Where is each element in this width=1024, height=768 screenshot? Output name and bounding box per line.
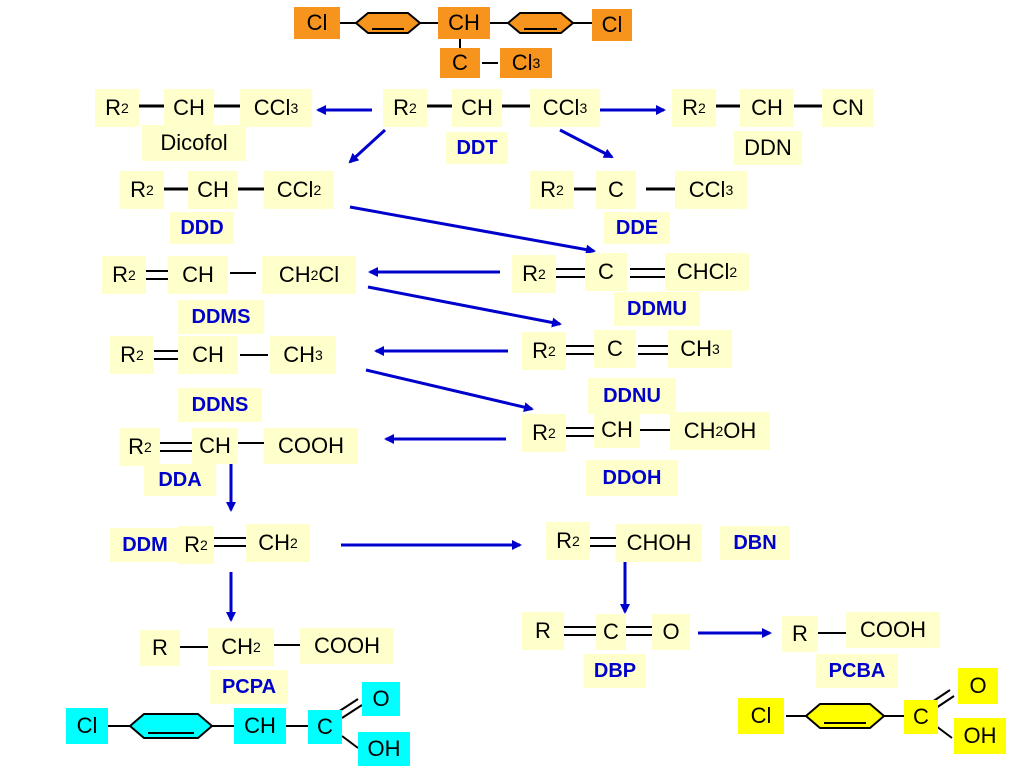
dicofol-ch: CH bbox=[164, 89, 214, 127]
reaction-arrows bbox=[226, 105, 772, 638]
pcba-cooh: COOH bbox=[846, 612, 940, 648]
ddns-label: DDNS bbox=[178, 388, 262, 422]
pcba-struct-cl: Cl bbox=[738, 698, 784, 734]
ddoh-label: DDOH bbox=[586, 460, 678, 496]
ddt-ch: CH bbox=[452, 89, 502, 127]
pcba-struct-c: C bbox=[904, 700, 938, 734]
top-ch: CH bbox=[438, 7, 490, 39]
ddmu-c: C bbox=[585, 253, 627, 291]
dbp-label: DBP bbox=[584, 654, 646, 688]
ddms-label: DDMS bbox=[178, 300, 264, 334]
ddn-label: DDN bbox=[734, 131, 802, 165]
ddt-label: DDT bbox=[446, 132, 508, 164]
dde-label: DDE bbox=[604, 212, 670, 244]
ddd-label: DDD bbox=[170, 212, 234, 244]
ddnu-c: C bbox=[594, 330, 636, 368]
ddm-label: DDM bbox=[110, 528, 180, 562]
ddmu-label: DDMU bbox=[614, 292, 700, 326]
dda-label: DDA bbox=[144, 464, 216, 496]
pcpa-cooh: COOH bbox=[300, 628, 394, 664]
ddn-cn: CN bbox=[822, 89, 874, 127]
ddoh-ch: CH bbox=[594, 412, 640, 448]
dda-ch: CH bbox=[192, 428, 238, 464]
ddd-ch: CH bbox=[188, 171, 238, 209]
ddn-ch: CH bbox=[740, 89, 794, 127]
pcba-struct-o: O bbox=[958, 668, 998, 704]
pcpa-struct-o: O bbox=[362, 682, 400, 716]
dicofol-label: Dicofol bbox=[142, 125, 246, 161]
dbp-o: O bbox=[652, 614, 690, 650]
top-c: C bbox=[440, 48, 480, 78]
ddms-ch: CH bbox=[168, 256, 228, 294]
dbn-label: DBN bbox=[720, 526, 790, 560]
pcpa-label: PCPA bbox=[210, 670, 288, 704]
dde-c: C bbox=[596, 171, 636, 209]
pcpa-struct-c: C bbox=[308, 710, 342, 744]
benzene-rings bbox=[128, 12, 886, 739]
pcpa-struct-cl: Cl bbox=[66, 708, 108, 744]
pcpa-r: R bbox=[140, 630, 180, 666]
dbp-r: R bbox=[522, 612, 564, 650]
ddns-ch: CH bbox=[178, 336, 238, 374]
pcpa-struct-ch: CH bbox=[234, 708, 286, 744]
pcba-struct-oh: OH bbox=[954, 718, 1006, 754]
dbn-choh: CHOH bbox=[616, 524, 702, 562]
dda-cooh: COOH bbox=[264, 428, 358, 464]
bond-lines bbox=[108, 22, 955, 749]
pcba-r: R bbox=[782, 616, 818, 652]
ddnu-label: DDNU bbox=[588, 378, 676, 414]
dbp-c: C bbox=[596, 614, 626, 650]
top-cl-right: Cl bbox=[592, 9, 632, 41]
top-cl-left: Cl bbox=[294, 7, 340, 39]
pcba-label: PCBA bbox=[816, 654, 898, 688]
pcpa-struct-oh: OH bbox=[358, 732, 410, 766]
